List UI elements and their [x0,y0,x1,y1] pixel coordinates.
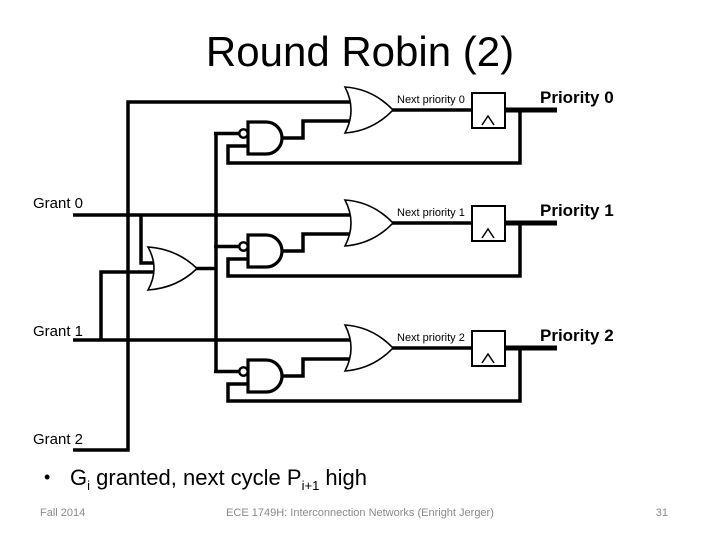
bullet-line: • Gi granted, next cycle Pi+1 high [44,465,367,493]
wire-grant0-to-leftor [139,215,155,265]
bullet-p-base: P [286,465,302,490]
bullet-g-subscript: i [87,478,91,493]
bullet-icon: • [44,467,51,487]
priority-block-2 [214,325,557,401]
priority-block-0 [214,87,557,163]
priority0-label: Priority 0 [540,88,614,107]
wire-grant1-to-leftor [99,270,155,340]
footer-course: ECE 1749H: Interconnection Networks (Enr… [226,507,494,519]
next-priority1-label: Next priority 1 [397,207,465,219]
next-priority0-label: Next priority 0 [397,94,465,106]
grant2-label: Grant 2 [33,431,84,448]
wire-grant2-to-priority0 [73,100,352,452]
page-title: Round Robin (2) [205,28,515,75]
footer-date: Fall 2014 [40,507,86,519]
priority1-label: Priority 1 [540,201,614,220]
grant1-label: Grant 1 [33,323,84,340]
priority-block-1 [214,200,557,276]
footer-page-number: 31 [655,507,668,519]
left-or-gate [146,246,199,291]
shared-wiring [73,100,352,452]
bullet-middle-text: granted, next cycle [90,465,287,490]
bullet-g-base: G [70,465,88,490]
priority2-label: Priority 2 [540,326,614,345]
grant0-label: Grant 0 [33,195,84,212]
bullet-tail-text: high [319,465,368,490]
next-priority2-label: Next priority 2 [397,332,465,344]
bullet-p-subscript: i+1 [301,478,320,493]
